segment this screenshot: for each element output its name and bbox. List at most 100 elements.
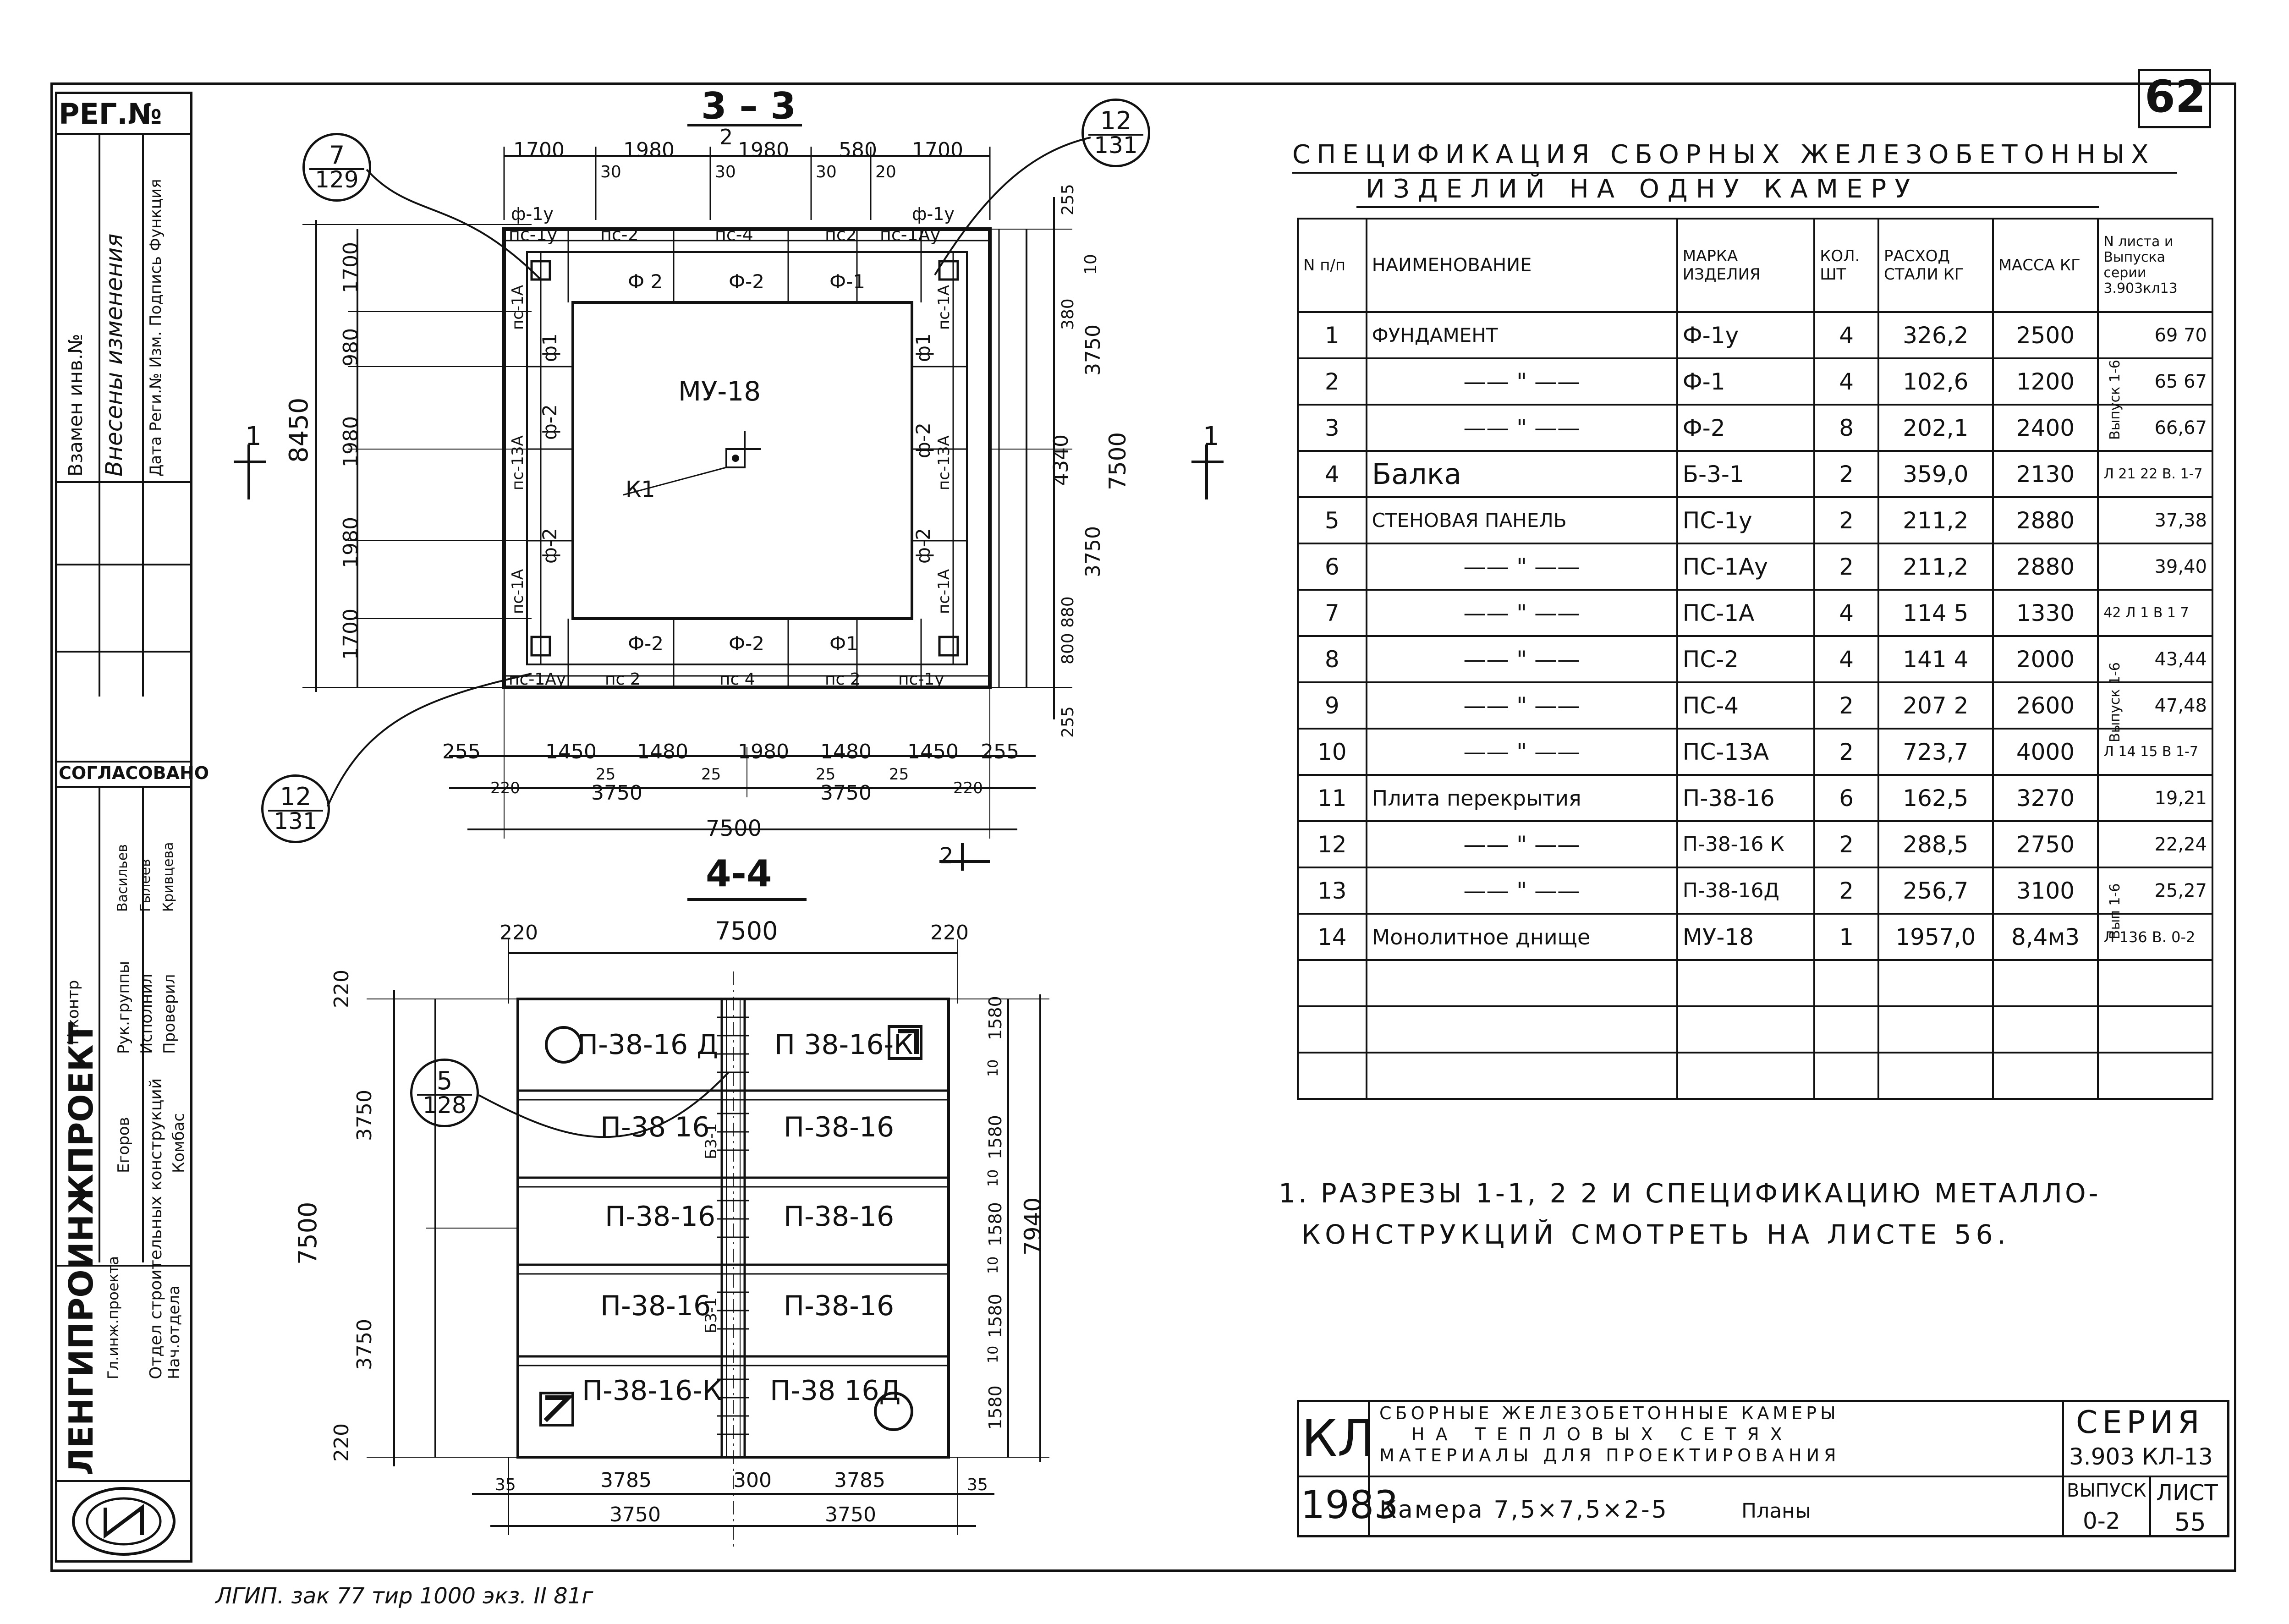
callout-7-129: 7 129 bbox=[302, 133, 371, 202]
s33-top-f1y-left: ф-1у bbox=[511, 204, 554, 224]
s33-f-3: Ф-1 bbox=[829, 270, 866, 293]
s33-topsub-3: 30 bbox=[816, 163, 837, 181]
s44-left-total: 7500 bbox=[293, 1202, 322, 1265]
s33-topdim-4: 580 bbox=[839, 138, 877, 162]
s33-botsub-6: 220 bbox=[953, 779, 983, 797]
s44-beam-1: Б3-1 bbox=[702, 1123, 720, 1159]
s44-botdim-1: 35 bbox=[495, 1476, 516, 1494]
tb-issue-value: 0-2 bbox=[2083, 1508, 2120, 1534]
s44-leftdim-1: 220 bbox=[330, 970, 353, 1008]
s33-bot-pc2b: пс 2 bbox=[825, 670, 861, 689]
spec-table: N п/п НАИМЕНОВАНИЕ МАРКА ИЗДЕЛИЯ КОЛ. ШТ… bbox=[1297, 218, 2213, 1100]
s33-bot-pc4: пс 4 bbox=[719, 670, 755, 689]
s33-f-5: Ф-2 bbox=[729, 632, 765, 655]
reg-label: РЕГ.№ bbox=[59, 97, 162, 131]
section-33-title: 3 – 3 bbox=[701, 85, 796, 127]
tb-desc-2: НА ТЕПЛОВЫХ СЕТЯХ bbox=[1411, 1424, 1793, 1444]
s33-topdim-1: 1700 bbox=[513, 138, 565, 162]
s44-rightdim-6: 10 bbox=[985, 1256, 1001, 1274]
s33-k-label: К1 bbox=[626, 477, 655, 502]
s44-rightdim-9: 1580 bbox=[985, 1385, 1005, 1430]
spec-h-qty: КОЛ. ШТ bbox=[1813, 218, 1879, 313]
s44-botmid-1: 3750 bbox=[609, 1503, 661, 1526]
tb-kl: КЛ bbox=[1301, 1409, 1375, 1468]
section-44-title: 4-4 bbox=[706, 852, 772, 895]
tb-sheet-value: 55 bbox=[2174, 1508, 2206, 1536]
s44-slab-left-1: П-38-16 Д bbox=[577, 1029, 719, 1061]
s33-bot-pc1y: пс-1у bbox=[898, 670, 944, 689]
org-logo bbox=[72, 1487, 176, 1556]
s44-leftdim-4: 220 bbox=[330, 1423, 353, 1462]
s33-botdim-4: 1980 bbox=[738, 740, 789, 763]
tb-year: 1983 bbox=[1301, 1482, 1399, 1527]
s33-top-pc2: пс-2 bbox=[600, 225, 639, 245]
spec-h-mass: МАССА КГ bbox=[1992, 218, 2099, 313]
s44-right-total: 7940 bbox=[1020, 1197, 1046, 1256]
s33-botsub-5: 25 bbox=[889, 765, 909, 784]
s33-botsub-3: 25 bbox=[701, 765, 721, 784]
s33-botsub-4: 25 bbox=[816, 765, 836, 784]
spec-h-mark: МАРКА ИЗДЕЛИЯ bbox=[1676, 218, 1816, 313]
s44-slab-right-1: П 38-16-К bbox=[774, 1029, 913, 1061]
s44-beam-2: Б3-1 bbox=[702, 1297, 720, 1333]
table-row-empty bbox=[1297, 959, 2213, 1007]
spec-header-row: N п/п НАИМЕНОВАНИЕ МАРКА ИЗДЕЛИЯ КОЛ. ШТ… bbox=[1297, 218, 2213, 313]
stamp-role-1: Нач.отдела bbox=[165, 1285, 183, 1379]
s33-botdim-3: 1480 bbox=[637, 740, 688, 763]
spec-title-1: СПЕЦИФИКАЦИЯ СБОРНЫХ ЖЕЛЕЗОБЕТОННЫХ bbox=[1292, 140, 2155, 170]
top-border bbox=[50, 82, 2236, 85]
s44-slab-left-5: П-38-16-К bbox=[582, 1375, 722, 1407]
s44-rightdim-2: 10 bbox=[985, 1059, 1001, 1077]
s33-botdim-7: 255 bbox=[981, 740, 1019, 763]
spec-group-3: Вып 1-6 bbox=[2107, 883, 2123, 939]
s44-slab-right-2: П-38-16 bbox=[784, 1111, 895, 1143]
spec-title-2: ИЗДЕЛИЙ НА ОДНУ КАМЕРУ bbox=[1366, 174, 1919, 204]
spec-h-sheet: N листа и Выпуска серии 3.903кл13 bbox=[2097, 218, 2213, 313]
s44-botdim-3: 300 bbox=[733, 1469, 772, 1492]
table-row-empty bbox=[1297, 1052, 2213, 1100]
s33-f-2: Ф-2 bbox=[729, 270, 765, 293]
s44-rightdim-4: 10 bbox=[985, 1169, 1001, 1187]
s44-topdim-1: 220 bbox=[500, 921, 538, 944]
tb-desc-1: СБОРНЫЕ ЖЕЛЕЗОБЕТОННЫЕ КАМЕРЫ bbox=[1379, 1403, 1839, 1423]
s44-slab-right-5: П-38 16Д bbox=[770, 1375, 901, 1407]
spec-group-1: Выпуск 1-6 bbox=[2107, 360, 2123, 440]
s44-topdim-2: 7500 bbox=[715, 916, 778, 945]
s44-slab-right-3: П-38-16 bbox=[784, 1201, 895, 1233]
s33-top-f1y-right: ф-1у bbox=[912, 204, 955, 224]
s33-topdim-3: 1980 bbox=[738, 138, 789, 162]
s33-botsub-1: 220 bbox=[490, 779, 520, 797]
s44-slab-left-4: П-38-16 bbox=[600, 1290, 711, 1322]
footer-print-info: ЛГИП. зак 77 тир 1000 экз. II 81г bbox=[215, 1583, 593, 1609]
spec-h-name: НАИМЕНОВАНИЕ bbox=[1365, 218, 1678, 313]
s44-botdim-5: 35 bbox=[967, 1476, 988, 1494]
s33-botsub-2: 25 bbox=[596, 765, 616, 784]
sheet-number-box bbox=[2138, 69, 2211, 128]
stamp-agreed: СОГЛАСОВАНО bbox=[59, 763, 209, 783]
s33-top-pc4: пс-4 bbox=[715, 225, 753, 245]
callout-12-131-bottom: 12 131 bbox=[261, 774, 330, 843]
tb-desc-3: МАТЕРИАЛЫ ДЛЯ ПРОЕКТИРОВАНИЯ bbox=[1379, 1445, 1841, 1465]
s44-botmid-2: 3750 bbox=[825, 1503, 876, 1526]
s33-top-pc1y: пс-1у bbox=[509, 225, 558, 245]
tb-sheet-label: ЛИСТ bbox=[2156, 1480, 2218, 1506]
s33-bot-pc2: пс 2 bbox=[605, 670, 641, 689]
s33-botdim-6: 1450 bbox=[907, 740, 959, 763]
s33-botdim-2: 1450 bbox=[545, 740, 597, 763]
spec-group-2: Выпуск 1-6 bbox=[2107, 662, 2123, 742]
s44-rightdim-7: 1580 bbox=[985, 1294, 1005, 1338]
section-33-drawing bbox=[302, 147, 1072, 871]
table-row-empty bbox=[1297, 1005, 2213, 1053]
s33-botmid-1: 3750 bbox=[591, 781, 642, 805]
s33-botdim-5: 1480 bbox=[820, 740, 872, 763]
